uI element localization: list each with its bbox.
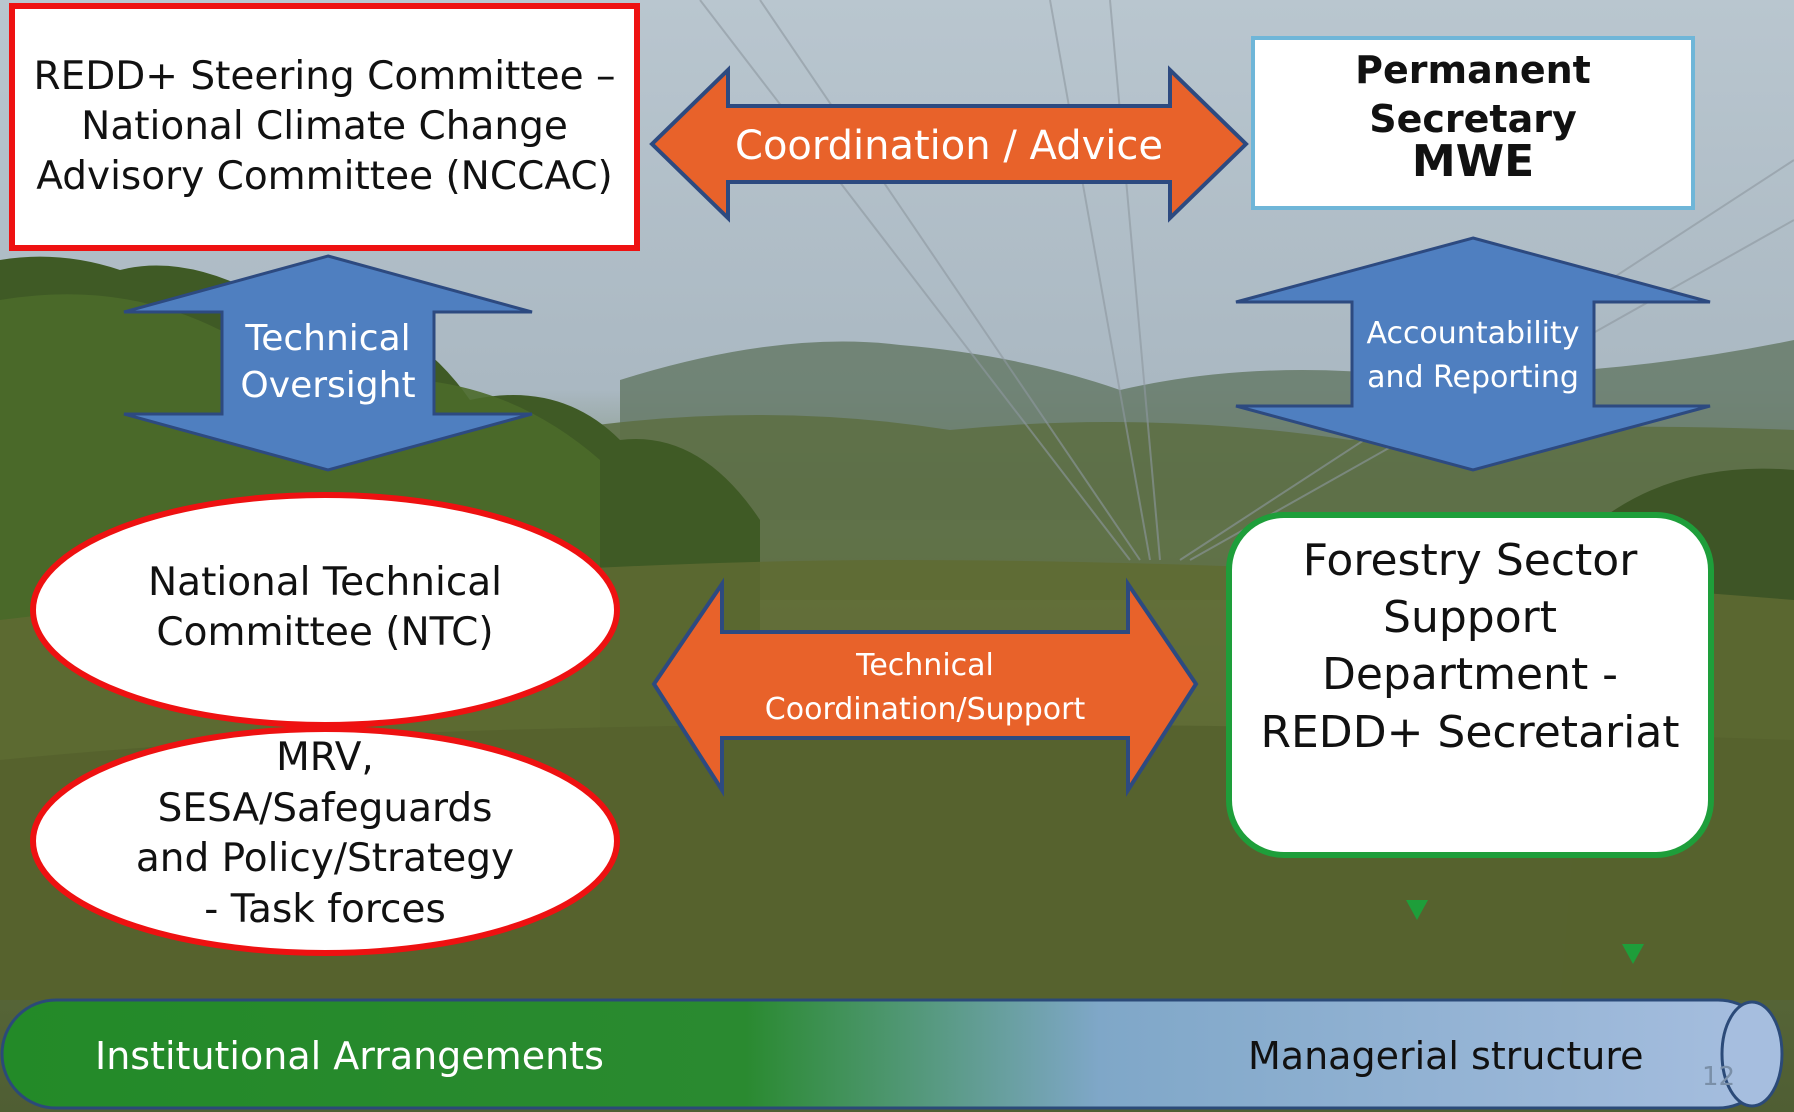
fssd-box [1226,512,1714,858]
nccac-label: REDD+ Steering Committee – National Clim… [12,52,637,202]
ntc-line-2: Committee (NTC) [156,609,494,655]
nccac-box [9,3,640,251]
tech-coord-label: Technical Coordination/Support [722,644,1128,731]
accountability-arrow [1235,236,1711,472]
slide-number: 12 [1702,1062,1736,1092]
ps-title: Permanent Secretary [1355,48,1591,141]
taskforces-ellipse [30,726,620,956]
nccac-line-2: National Climate Change [81,103,568,149]
accountability-line-2: and Reporting [1367,359,1579,395]
coordination-arrow [649,65,1249,223]
ntc-line-1: National Technical [148,560,502,605]
fssd-label: Forestry Sector Support Department - RED… [1229,532,1711,761]
ntc-ellipse [30,492,620,728]
oversight-line-1: Technical [245,318,411,359]
accountability-line-1: Accountability [1366,316,1580,351]
ntc-label: National Technical Committee (NTC) [40,558,610,658]
fssd-line-3: Department - [1321,649,1619,701]
banner-right-label: Managerial structure [1248,1034,1644,1078]
fssd-line-2: Support [1383,592,1557,644]
taskforces-line-4: - Task forces [204,887,446,933]
coordination-label: Coordination / Advice [735,123,1163,169]
marker-triangle [1406,900,1428,920]
tech-coord-arrow [651,577,1199,797]
taskforces-line-2: SESA/Safeguards [157,785,493,831]
fssd-line-4: REDD+ Secretariat [1260,706,1680,758]
ps-box [1251,36,1695,210]
oversight-line-2: Oversight [240,364,416,406]
accountability-label: Accountability and Reporting [1342,312,1604,399]
tech-coord-line-2: Coordination/Support [764,691,1086,727]
taskforces-line-3: and Policy/Strategy [135,836,515,882]
taskforces-line-1: MRV, [276,735,374,780]
oversight-arrow [123,254,533,472]
ps-org: MWE [1411,136,1535,187]
nccac-line-3: Advisory Committee (NCCAC) [36,153,613,199]
marker-triangle [1622,944,1644,964]
tech-coord-line-1: Technical [856,648,994,683]
taskforces-label: MRV, SESA/Safeguards and Policy/Strategy… [40,733,610,936]
banner-left-label: Institutional Arrangements [95,1034,604,1078]
fssd-line-1: Forestry Sector [1302,535,1638,586]
nccac-line-1: REDD+ Steering Committee – [33,54,616,99]
oversight-label: Technical Oversight [222,316,434,410]
banner-scroll-end [1720,1000,1784,1108]
